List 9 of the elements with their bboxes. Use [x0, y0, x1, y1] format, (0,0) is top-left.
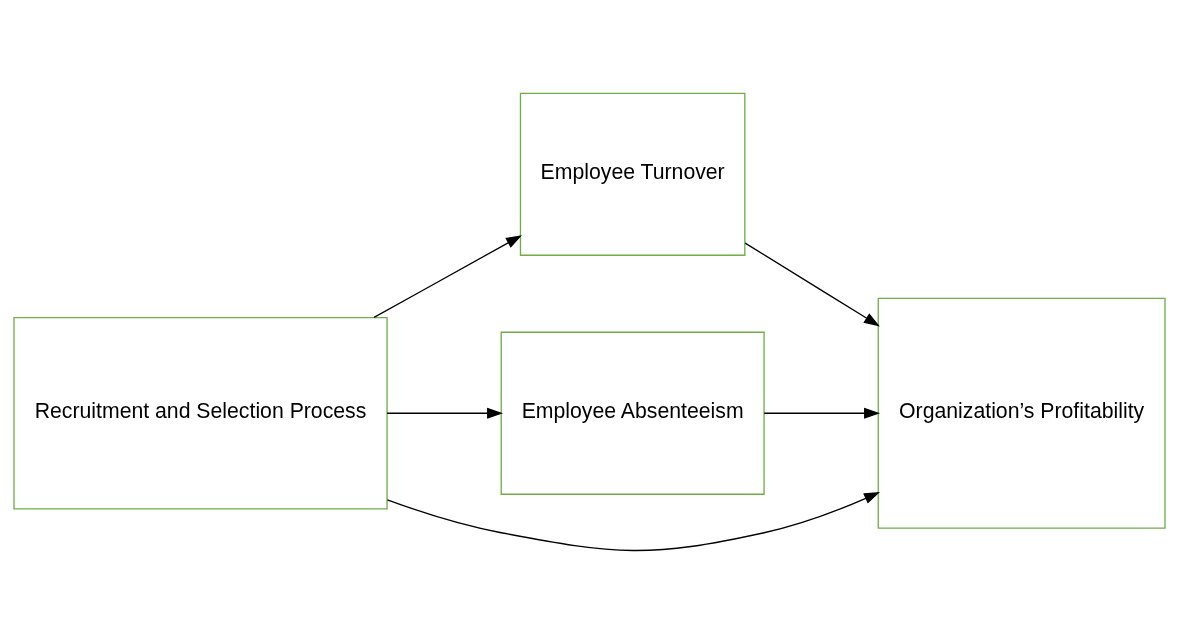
- node-box: Employee Turnover: [519, 92, 746, 256]
- node-box: Recruitment and Selection Process: [13, 317, 388, 510]
- arrow: [373, 235, 522, 319]
- node-box: Employee Absenteeism: [500, 331, 765, 495]
- arrow: [744, 242, 880, 327]
- arrow: [386, 407, 504, 419]
- node-box: Organization’s Profitability: [877, 297, 1166, 529]
- arrow: [763, 407, 881, 419]
- arrow: [386, 492, 881, 552]
